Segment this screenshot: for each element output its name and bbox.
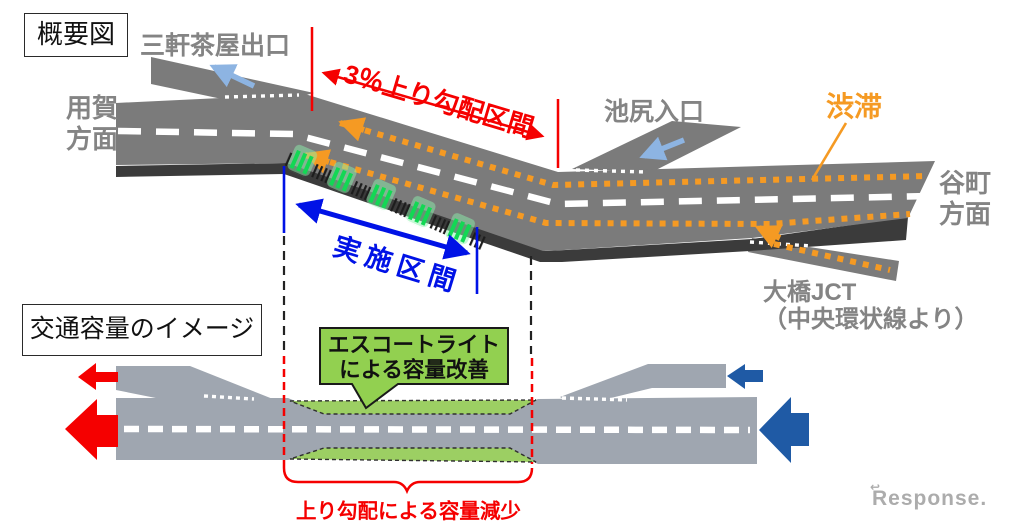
road-underside — [116, 163, 908, 262]
capacity-title-box: 交通容量のイメージ — [22, 304, 262, 356]
main-road — [116, 94, 935, 251]
section-measure-arrow — [295, 198, 471, 260]
gradient-measure-arrow — [321, 68, 545, 141]
ikejiri-entrance-label: 池尻入口 — [604, 98, 705, 126]
ohashi-jct-ramp — [748, 238, 899, 281]
congestion-label: 渋滞 — [826, 91, 883, 122]
yoga-direction-label: 用賀 方面 — [65, 93, 118, 154]
reduction-brace — [282, 467, 534, 495]
sangenjaya-exit-label: 三軒茶屋出口 — [140, 32, 291, 60]
capacity-entrance-branch — [560, 364, 726, 406]
tanimachi-direction-label: 谷町 方面 — [938, 168, 991, 229]
exit-ramp-arrow — [209, 64, 256, 89]
watermark-arrow-icon: ↩ — [870, 480, 882, 494]
watermark-logo: ↩ Response. — [870, 480, 988, 511]
exit-gore-dots — [224, 93, 300, 99]
improvement-note: エスコートライト による容量改善 — [327, 333, 500, 383]
inflow-arrow-small — [727, 364, 763, 389]
entrance-gore-dots — [575, 168, 648, 174]
watermark-text: Response. — [872, 487, 988, 510]
entrance-ramp-arrow — [639, 136, 686, 161]
inflow-arrow-large — [759, 397, 809, 463]
lane-divider — [117, 127, 933, 208]
overview-title-box: 概要図 — [24, 13, 128, 57]
improvement-area-top — [289, 399, 537, 415]
congestion-line-upper — [339, 120, 929, 189]
congestion-leader-line — [810, 122, 848, 181]
ikejiri-entrance-ramp — [572, 121, 741, 172]
capacity-entrance-gore — [561, 396, 628, 402]
ohashi-jct-label: 大橋JCT （中央環状線より） — [763, 279, 979, 333]
improvement-bubble — [319, 327, 509, 410]
capacity-diagram — [65, 327, 809, 495]
improvement-area-bottom — [289, 447, 537, 463]
capacity-exit-gore — [203, 394, 255, 401]
capacity-lane-divider — [123, 425, 751, 434]
outflow-arrow-large — [65, 399, 118, 460]
reduction-note: 上り勾配による容量減少 — [296, 500, 521, 523]
congestion-arrow-merge — [754, 225, 783, 249]
outflow-arrow-small — [78, 363, 118, 390]
overview-diagram — [116, 27, 935, 354]
